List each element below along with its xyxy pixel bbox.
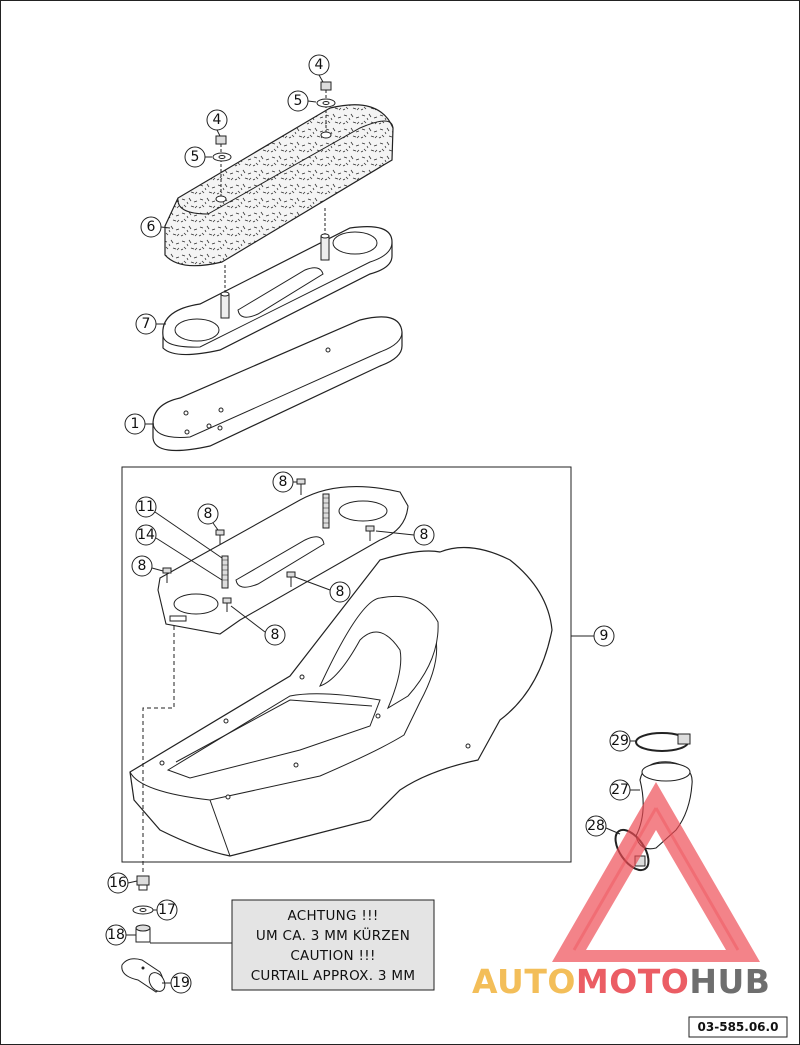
- svg-text:19: 19: [172, 975, 190, 991]
- callout-11: 11: [135, 496, 157, 518]
- svg-text:8: 8: [204, 506, 213, 522]
- rubber-bushing-part-19: [121, 958, 166, 993]
- svg-text:7: 7: [142, 316, 151, 332]
- svg-text:8: 8: [138, 558, 147, 574]
- svg-text:8: 8: [271, 627, 280, 643]
- callout-8: 8: [413, 524, 435, 546]
- callout-27: 27: [609, 779, 631, 801]
- callout-5: 5: [287, 90, 309, 112]
- air-filter-part-6: [164, 104, 394, 267]
- callout-18: 18: [105, 924, 127, 946]
- svg-text:27: 27: [611, 782, 629, 798]
- washer-part-5-left: [212, 152, 232, 162]
- watermark-triangle: [552, 782, 760, 962]
- svg-text:8: 8: [420, 527, 429, 543]
- note-line-2: UM CA. 3 MM KÜRZEN: [256, 926, 410, 944]
- svg-text:6: 6: [147, 219, 156, 235]
- svg-text:16: 16: [109, 875, 127, 891]
- nut-part-16: [136, 875, 150, 891]
- callout-6: 6: [140, 216, 162, 238]
- svg-text:18: 18: [107, 927, 125, 943]
- assembly-guide-line: [142, 626, 175, 875]
- bolt-part-11-14: [221, 493, 330, 589]
- callout-29: 29: [609, 730, 631, 752]
- base-plate-part-1: [152, 316, 403, 452]
- airbox-group-frame: [121, 466, 572, 863]
- callout-16: 16: [107, 872, 129, 894]
- svg-text:28: 28: [587, 818, 605, 834]
- svg-text:5: 5: [191, 149, 200, 165]
- note-line-1: ACHTUNG !!!: [287, 908, 378, 924]
- svg-text:8: 8: [279, 474, 288, 490]
- callout-14: 14: [135, 524, 157, 546]
- watermark-logo: AUTOMOTOHUB: [472, 782, 770, 1001]
- svg-text:8: 8: [336, 584, 345, 600]
- note-line-3: CAUTION !!!: [290, 948, 375, 964]
- callout-8: 8: [131, 555, 153, 577]
- callout-8: 8: [272, 471, 294, 493]
- svg-text:4: 4: [315, 57, 324, 73]
- svg-text:1: 1: [131, 416, 140, 432]
- nut-part-4-left: [215, 135, 227, 196]
- airbox-part-9: [129, 546, 553, 857]
- washer-part-5-right: [316, 98, 336, 108]
- callout-5: 5: [184, 146, 206, 168]
- svg-text:03-585.06.0: 03-585.06.0: [698, 1020, 779, 1034]
- svg-text:11: 11: [137, 499, 155, 515]
- callout-9: 9: [593, 625, 615, 647]
- watermark-text: AUTOMOTOHUB: [472, 962, 770, 1001]
- mounting-plate: [157, 486, 409, 635]
- callout-7: 7: [135, 313, 157, 335]
- callout-1: 1: [124, 413, 146, 435]
- callout-8: 8: [197, 503, 219, 525]
- clamp-part-29: [635, 732, 691, 752]
- callout-19: 19: [170, 972, 192, 994]
- callout-8: 8: [264, 624, 286, 646]
- svg-text:17: 17: [158, 902, 176, 918]
- svg-text:14: 14: [137, 527, 155, 543]
- svg-text:29: 29: [611, 733, 629, 749]
- callout-28: 28: [585, 815, 607, 837]
- caution-note: ACHTUNG !!! UM CA. 3 MM KÜRZEN CAUTION !…: [231, 899, 435, 991]
- callout-4: 4: [206, 109, 228, 131]
- callout-17: 17: [156, 899, 178, 921]
- callout-4: 4: [308, 54, 330, 76]
- svg-text:5: 5: [294, 93, 303, 109]
- nut-part-4-right: [320, 81, 332, 132]
- filter-support-part-7: [162, 208, 393, 356]
- svg-text:4: 4: [213, 112, 222, 128]
- washer-part-17: [132, 905, 154, 915]
- spacer-part-18: [135, 924, 151, 943]
- note-line-4: CURTAIL APPROX. 3 MM: [251, 968, 416, 984]
- callout-8: 8: [329, 581, 351, 603]
- document-code: 03-585.06.0: [688, 1016, 788, 1038]
- svg-text:9: 9: [600, 628, 609, 644]
